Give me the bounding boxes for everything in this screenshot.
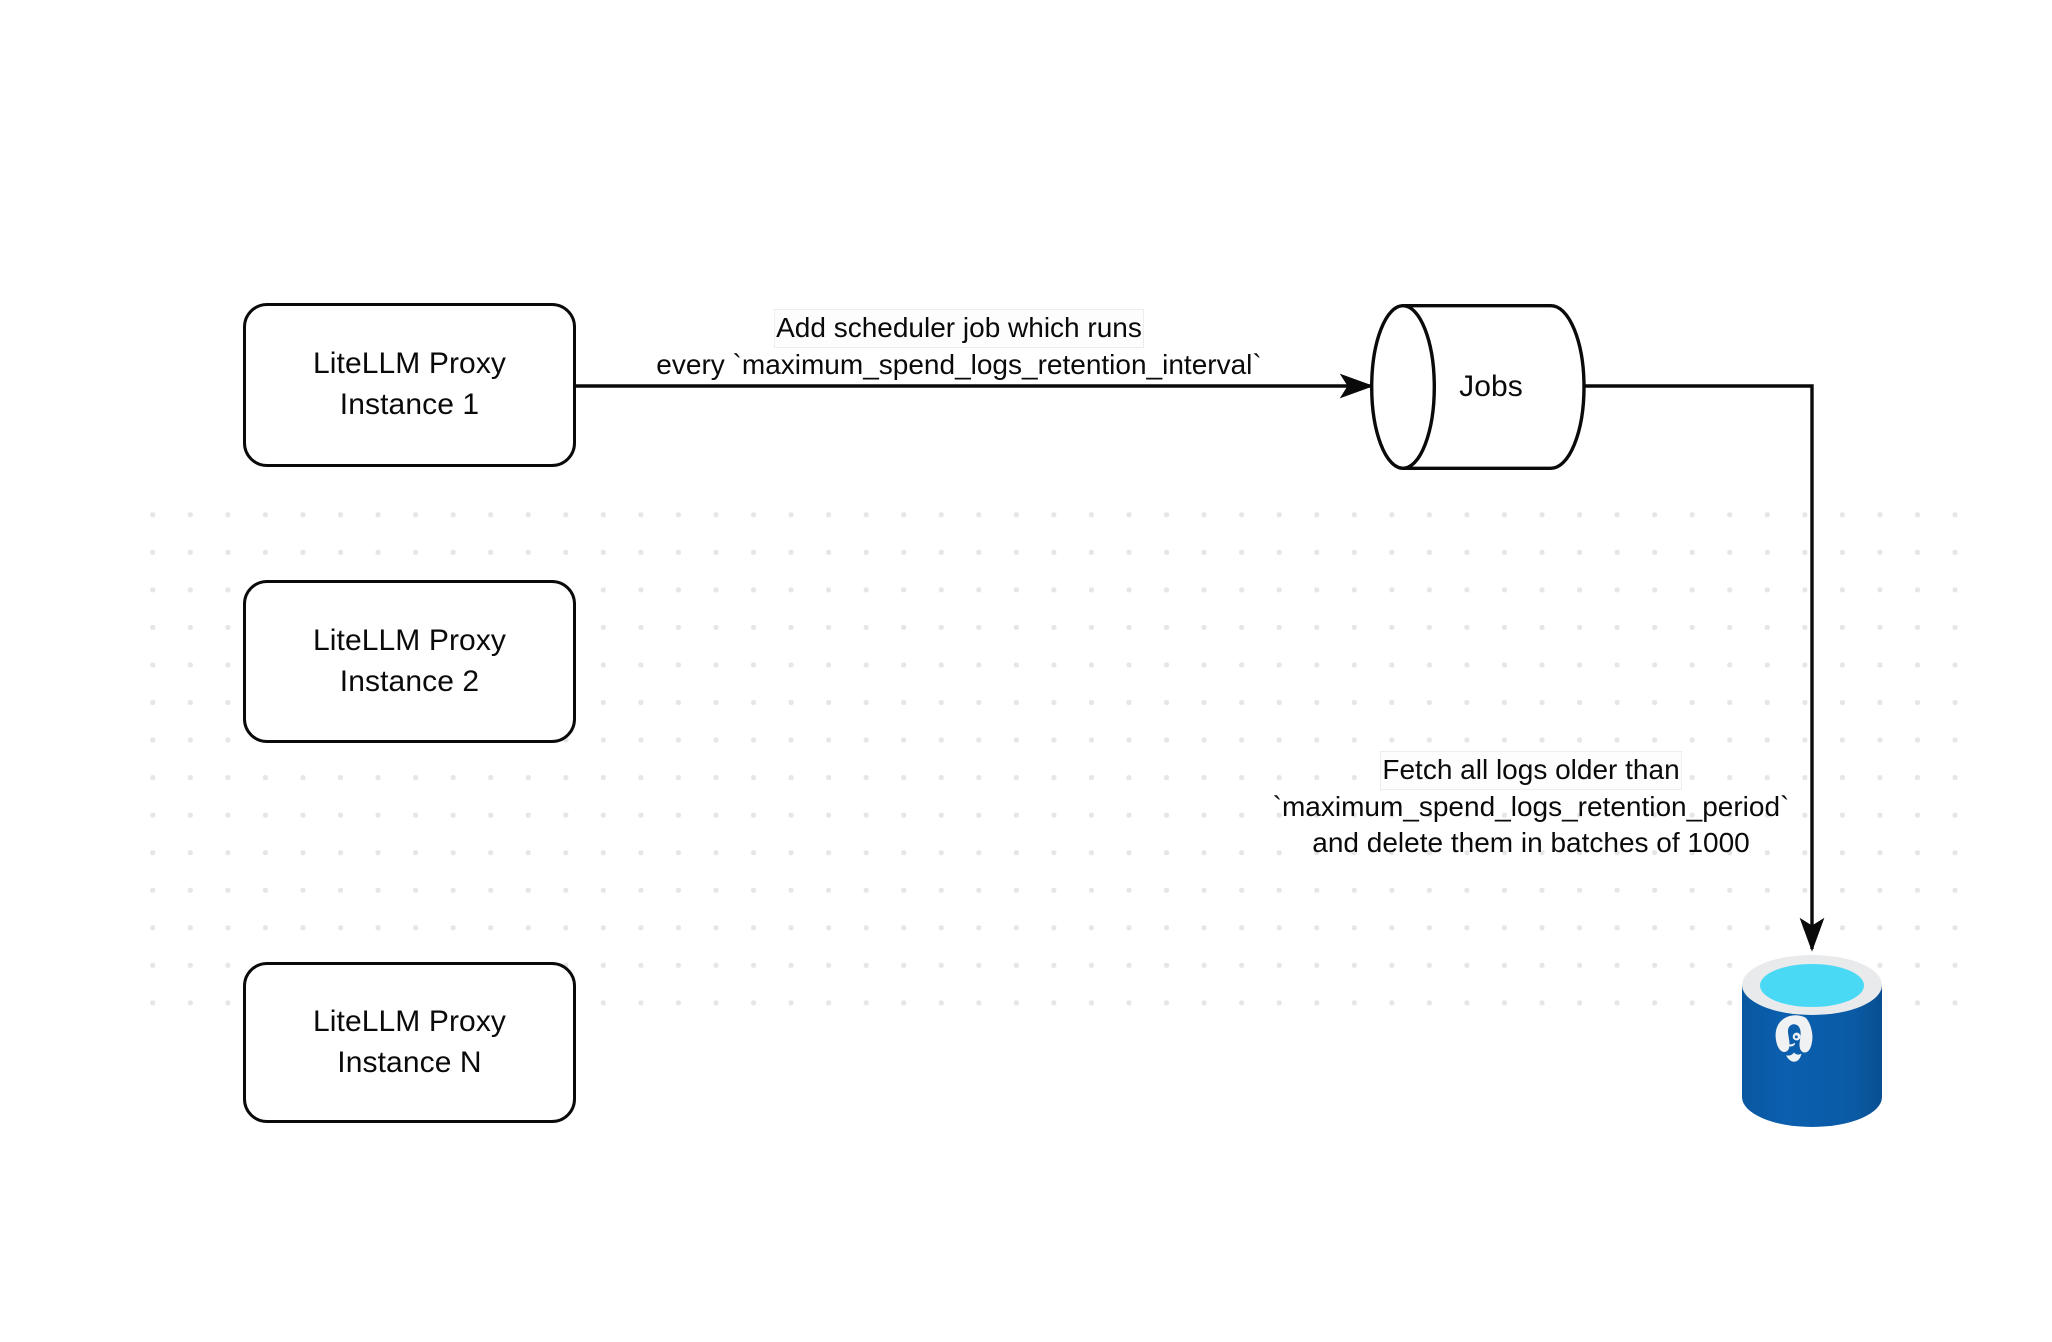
edge-jobs-to-database <box>1584 384 1825 952</box>
edge-label-line2: `maximum_spend_logs_retention_period` <box>1272 790 1790 822</box>
cylinder-shape-icon <box>1370 303 1586 471</box>
postgres-elephant-logo <box>1775 1015 1813 1062</box>
node-label-line2: Instance 2 <box>339 664 480 698</box>
node-label-line2: Instance N <box>337 1045 482 1079</box>
node-litellm-proxy-instance-1[interactable]: LiteLLM Proxy Instance 1 <box>243 303 576 467</box>
node-jobs-queue[interactable] <box>1370 303 1586 471</box>
node-litellm-proxy-instance-n[interactable]: LiteLLM Proxy Instance N <box>243 962 576 1123</box>
edge-label-fetch-and-delete-logs: Fetch all logs older than `maximum_spend… <box>1256 752 1806 862</box>
edge-label-add-scheduler-job: Add scheduler job which runs every `maxi… <box>604 310 1314 383</box>
edge-label-line1: Fetch all logs older than <box>1381 752 1681 789</box>
edge-label-line3: and delete them in batches of 1000 <box>1312 827 1750 859</box>
postgresql-database-icon[interactable] <box>1739 952 1885 1130</box>
database-body-shape <box>1742 985 1882 1127</box>
edge-label-line1: Add scheduler job which runs <box>775 310 1143 347</box>
node-label-line1: LiteLLM Proxy <box>312 623 507 657</box>
node-label-line1: LiteLLM Proxy <box>312 1004 507 1038</box>
node-jobs-label: Jobs <box>1459 370 1523 403</box>
database-opening-cyan <box>1760 964 1864 1007</box>
edge-label-line2: every `maximum_spend_logs_retention_inte… <box>656 348 1262 380</box>
node-label-line1: LiteLLM Proxy <box>312 347 507 381</box>
node-litellm-proxy-instance-2[interactable]: LiteLLM Proxy Instance 2 <box>243 580 576 743</box>
node-label-line2: Instance 1 <box>339 388 480 421</box>
